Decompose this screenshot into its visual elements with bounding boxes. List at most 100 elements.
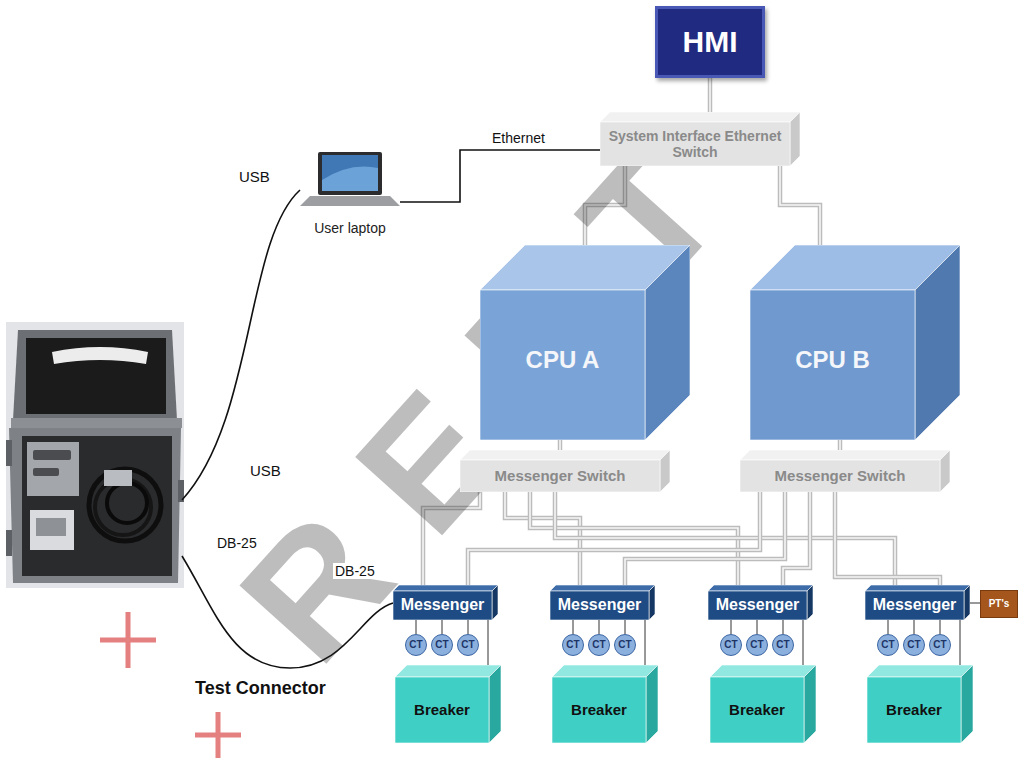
panel-port [33, 468, 59, 476]
hmi-screen: HMI [655, 6, 765, 78]
box-front-face [393, 591, 492, 620]
node-text: CT [432, 639, 452, 651]
node-text: CT [615, 639, 635, 651]
laptop-screen [322, 155, 378, 191]
node-text: PT's [981, 598, 1017, 610]
cable-coil [107, 483, 147, 523]
ct-circle: CT [431, 634, 453, 656]
network-link [783, 492, 810, 585]
breaker-box: Breaker [552, 665, 658, 743]
shape-outline [750, 245, 960, 440]
messenger-box: Messenger [393, 585, 498, 620]
messenger-box: Messenger [708, 585, 813, 620]
wire-link [416, 620, 417, 634]
network-link [840, 440, 841, 450]
box-front-face [460, 460, 660, 492]
ct-circle: CT [903, 634, 925, 656]
box-side-face [804, 665, 816, 743]
wire-link [731, 620, 732, 634]
shape-outline [480, 245, 690, 440]
wire-link [888, 620, 889, 634]
callout-label: DB-25 [215, 535, 259, 551]
ct-circle: CT [877, 634, 899, 656]
cpu-cube: CPU B [750, 245, 960, 440]
usb-cable [182, 190, 300, 500]
box-top-face [393, 585, 498, 591]
node-text: Breaker [867, 701, 961, 718]
messenger-box: Messenger [865, 585, 970, 620]
box-side-face [489, 665, 501, 743]
connector-panel [27, 442, 79, 496]
network-link [625, 492, 785, 585]
network-switch: Messenger Switch [740, 450, 950, 492]
box-top-face [600, 112, 800, 122]
watermark-cross [195, 712, 241, 758]
box-top-face [460, 450, 670, 460]
box-top-face [710, 665, 816, 677]
lid-strap [52, 347, 148, 364]
callout-label: USB [237, 168, 272, 185]
ct-circle: CT [405, 634, 427, 656]
node-text: Breaker [710, 701, 804, 718]
node-text: CT [904, 639, 924, 651]
box-side-face [645, 245, 690, 440]
photo-ground [6, 322, 184, 588]
messenger-box: Messenger [550, 585, 655, 620]
ct-circle: CT [720, 634, 742, 656]
box-top-face [740, 450, 950, 460]
box-top-face [552, 665, 658, 677]
wire-link [970, 603, 980, 604]
box-top-face [708, 585, 813, 591]
box-top-face [550, 585, 655, 591]
cpu-cube: CPU A [480, 245, 690, 440]
box-front-face [750, 290, 915, 440]
case-latch [6, 440, 12, 466]
box-front-face [867, 677, 961, 743]
wire-link [960, 620, 961, 665]
callout-label: Test Connector [193, 678, 328, 699]
breaker-box: Breaker [710, 665, 816, 743]
network-link [585, 166, 625, 245]
node-text: CT [878, 639, 898, 651]
edge-label: Ethernet [490, 130, 547, 146]
box-front-face [710, 677, 804, 743]
node-text: Breaker [552, 701, 646, 718]
network-link [710, 78, 711, 112]
network-switch: Messenger Switch [460, 450, 670, 492]
ct-circle: CT [929, 634, 951, 656]
box-top-face [395, 665, 501, 677]
node-text: Breaker [395, 701, 489, 718]
box-front-face [740, 460, 940, 492]
callout-label: USB [248, 462, 283, 479]
node-text: CT [589, 639, 609, 651]
wire-link [488, 620, 489, 665]
wire-link [914, 620, 915, 634]
network-link [423, 492, 480, 585]
case-base [9, 428, 181, 583]
ct-circle: CT [746, 634, 768, 656]
wire-link [400, 150, 600, 202]
node-text: Messenger [708, 596, 807, 614]
node-text: Messenger Switch [464, 467, 656, 484]
ct-circle: CT [562, 634, 584, 656]
wire-link [783, 620, 784, 634]
box-side-face [940, 450, 950, 492]
box-front-face [550, 591, 649, 620]
laptop-bezel [318, 152, 382, 195]
box-front-face [395, 677, 489, 743]
watermark-cross [100, 612, 156, 668]
network-link [780, 166, 820, 245]
box-side-face [646, 665, 658, 743]
network-switch: System Interface Ethernet Switch [600, 112, 800, 166]
wire-link [468, 620, 469, 634]
wire-link [803, 620, 804, 665]
node-text: Messenger [393, 596, 492, 614]
lid-foam [26, 338, 166, 414]
wire-link [940, 620, 941, 634]
breaker-box: Breaker [395, 665, 501, 743]
cable-coil [89, 469, 161, 541]
callout-label: DB-25 [333, 563, 377, 579]
box-side-face [807, 585, 813, 620]
wire-link [599, 620, 600, 634]
